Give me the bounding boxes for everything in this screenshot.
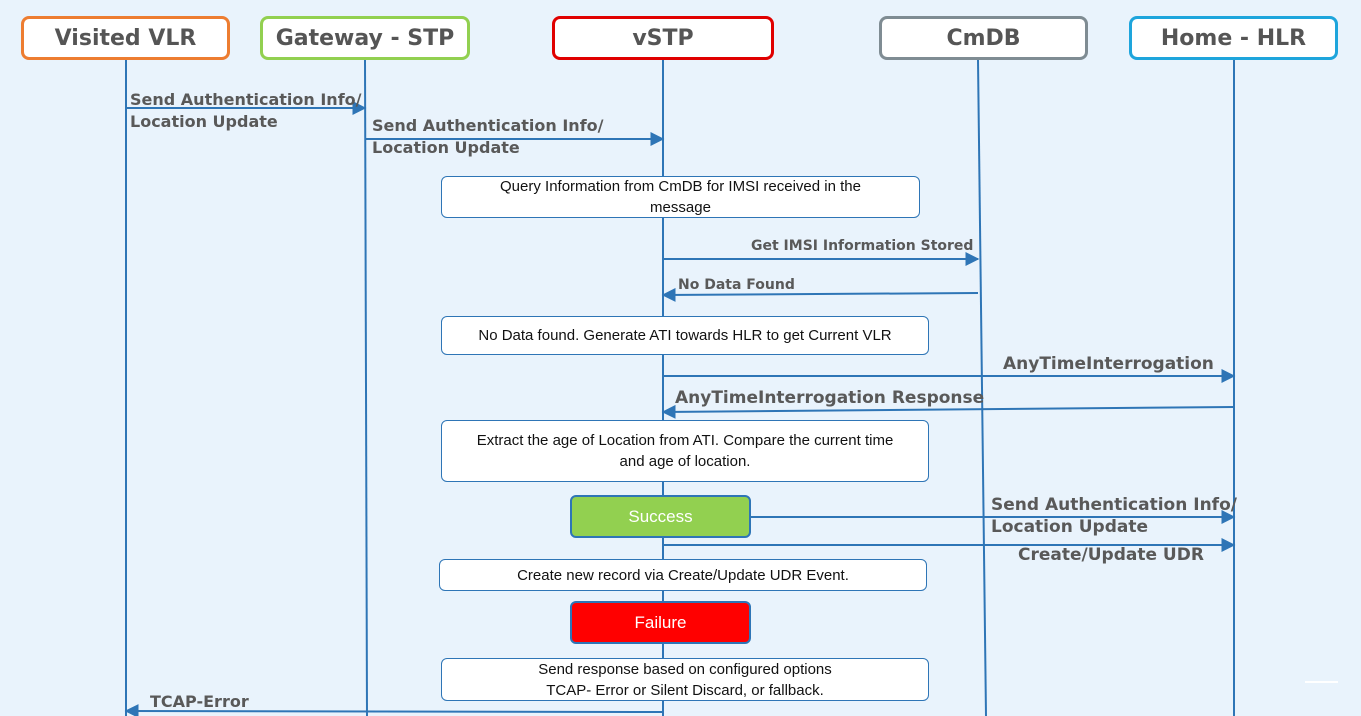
- message-label-no-data-found: No Data Found: [678, 277, 795, 293]
- success-state: Success: [570, 495, 751, 538]
- message-label-ati-response: AnyTimeInterrogation Response: [675, 388, 985, 408]
- note-line: and age of location.: [619, 453, 751, 470]
- note-extract-age: Extract the age of Location from ATI. Co…: [441, 420, 929, 482]
- note-query-cmdb: Query Information from CmDB for IMSI rec…: [441, 176, 920, 218]
- note-send-response: Send response based on configured option…: [441, 658, 929, 701]
- failure-state: Failure: [570, 601, 751, 644]
- message-label-line: Location Update: [372, 138, 520, 157]
- participant-home-hlr: Home - HLR: [1129, 16, 1338, 60]
- message-label-sai-vstp-to-hlr: Send Authentication Info/ Location Updat…: [991, 494, 1237, 538]
- message-label-get-imsi: Get IMSI Information Stored: [751, 238, 974, 254]
- participant-vstp: vSTP: [552, 16, 774, 60]
- message-arrow-ati-response: [661, 404, 1235, 419]
- message-arrow-tcap-error: [124, 704, 664, 716]
- lifeline-gateway-stp: [364, 59, 368, 716]
- note-line: TCAP- Error or Silent Discard, or fallba…: [546, 681, 824, 699]
- message-label-tcap-error: TCAP-Error: [150, 692, 249, 711]
- message-label-line: Send Authentication Info/: [130, 90, 362, 109]
- lifeline-cmdb: [977, 59, 987, 716]
- note-line: Send response based on configured option…: [538, 660, 832, 678]
- note-line: Query Information from CmDB for IMSI rec…: [500, 178, 861, 195]
- message-label-create-update-udr: Create/Update UDR: [1018, 545, 1204, 565]
- participant-cmdb: CmDB: [879, 16, 1088, 60]
- message-label-sai-vlr-to-stp: Send Authentication Info/ Location Updat…: [130, 89, 361, 133]
- message-label-line: Send Authentication Info/: [991, 495, 1237, 515]
- participant-visited-vlr: Visited VLR: [21, 16, 230, 60]
- note-line: No Data found. Generate ATI towards HLR …: [478, 327, 892, 344]
- message-label-line: Location Update: [991, 517, 1148, 537]
- note-line: message: [650, 199, 711, 216]
- message-arrow-no-data-found: [661, 287, 979, 302]
- message-label-sai-stp-to-vstp: Send Authentication Info/ Location Updat…: [372, 115, 603, 159]
- note-no-data-found: No Data found. Generate ATI towards HLR …: [441, 316, 929, 355]
- message-label-ati: AnyTimeInterrogation: [1003, 354, 1214, 374]
- note-line: Extract the age of Location from ATI. Co…: [476, 432, 894, 449]
- note-create-record: Create new record via Create/Update UDR …: [439, 559, 927, 591]
- participant-gateway-stp: Gateway - STP: [260, 16, 470, 60]
- note-line: Create new record via Create/Update UDR …: [517, 566, 849, 584]
- message-label-line: Location Update: [130, 112, 278, 131]
- message-label-line: Send Authentication Info/: [372, 116, 604, 135]
